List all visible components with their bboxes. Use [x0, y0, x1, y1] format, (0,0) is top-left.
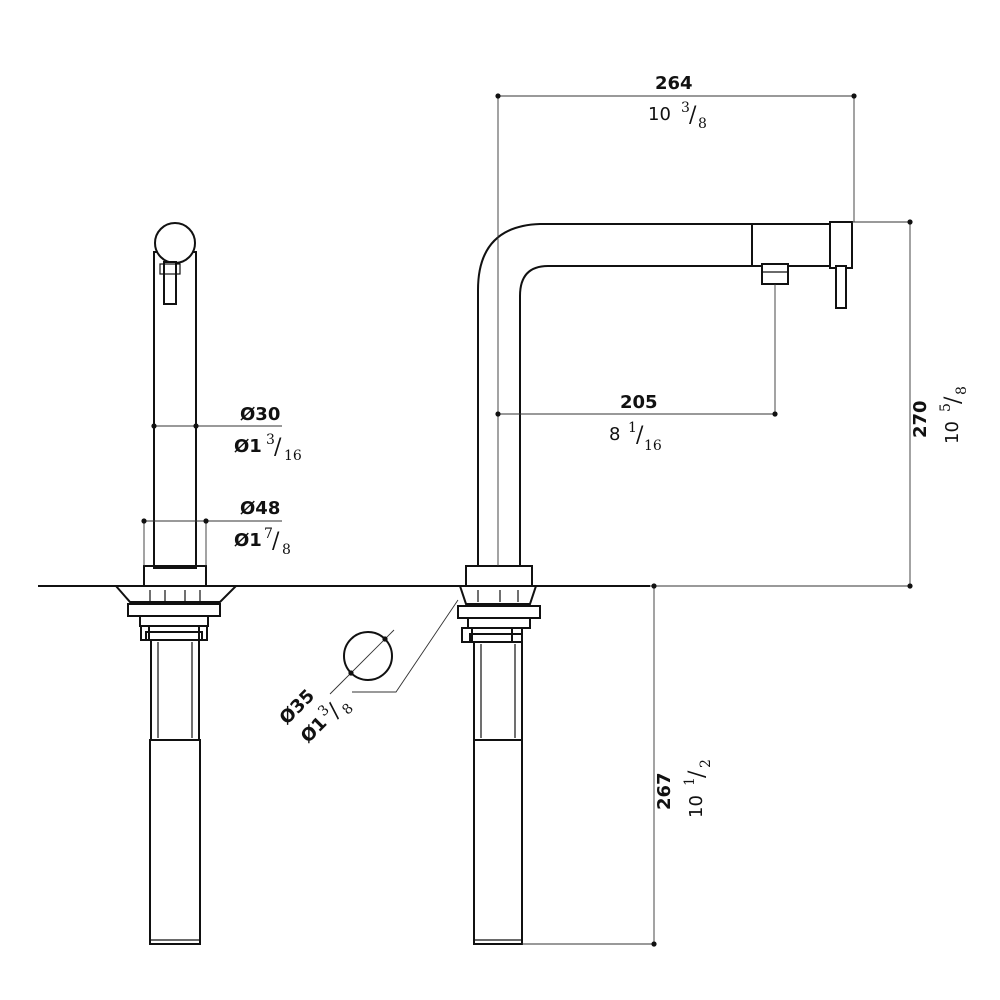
reach-total-mm-label: 264 [655, 73, 693, 94]
base-dia-in-den: 8 [282, 542, 291, 558]
reach-spray-mm-label: 205 [620, 392, 658, 413]
reach-spray-in-whole: 8 [609, 424, 620, 445]
under-counter-in-den: 2 [698, 759, 714, 768]
hole-diameter-detail [329, 599, 459, 695]
base-diameter-dimension [141, 518, 282, 566]
reach-spray-dimension [495, 284, 778, 417]
base-dia-mm-label: Ø48 [240, 498, 280, 519]
height-total-in-whole: 10 [942, 421, 963, 444]
under-counter-mm-label: 267 [654, 772, 675, 810]
body-diameter-dimension [151, 423, 282, 429]
reach-total-in-num: 3 [681, 100, 690, 116]
reach-total-in-den: 8 [698, 116, 707, 132]
front-view [113, 222, 239, 945]
height-total-mm-label: 270 [910, 400, 931, 438]
under-counter-dimension [522, 583, 657, 947]
height-total-dimension [650, 219, 913, 589]
reach-spray-in-den: 16 [644, 438, 662, 454]
height-total-in-den: 8 [954, 386, 970, 395]
hole-dia-label: Ø35 Ø1 3 / 8 [276, 685, 357, 747]
body-dia-in-slash: / [274, 435, 282, 460]
body-dia-in-num: 3 [266, 432, 275, 448]
body-dia-in-whole: Ø1 [234, 436, 262, 457]
height-total-in-num: 5 [938, 403, 954, 412]
reach-total-dimension [495, 93, 857, 566]
base-dia-in-slash: / [272, 529, 280, 554]
height-total-label: 270 10 5 / 8 [910, 386, 970, 444]
under-counter-label: 267 10 1 / 2 [654, 759, 714, 818]
base-dia-in-num: 7 [264, 526, 273, 542]
under-counter-in-slash: / [685, 770, 710, 778]
reach-spray-in-slash: / [636, 423, 644, 448]
reach-spray-in-num: 1 [628, 420, 637, 436]
height-total-in-slash: / [941, 396, 966, 404]
side-view [457, 221, 853, 945]
under-counter-in-whole: 10 [686, 795, 707, 818]
body-dia-mm-label: Ø30 [240, 404, 280, 425]
under-counter-in-num: 1 [682, 777, 698, 786]
body-dia-in-den: 16 [284, 448, 302, 464]
reach-total-in-whole: 10 [648, 104, 671, 125]
reach-total-in-slash: / [689, 103, 697, 128]
base-dia-in-whole: Ø1 [234, 530, 262, 551]
